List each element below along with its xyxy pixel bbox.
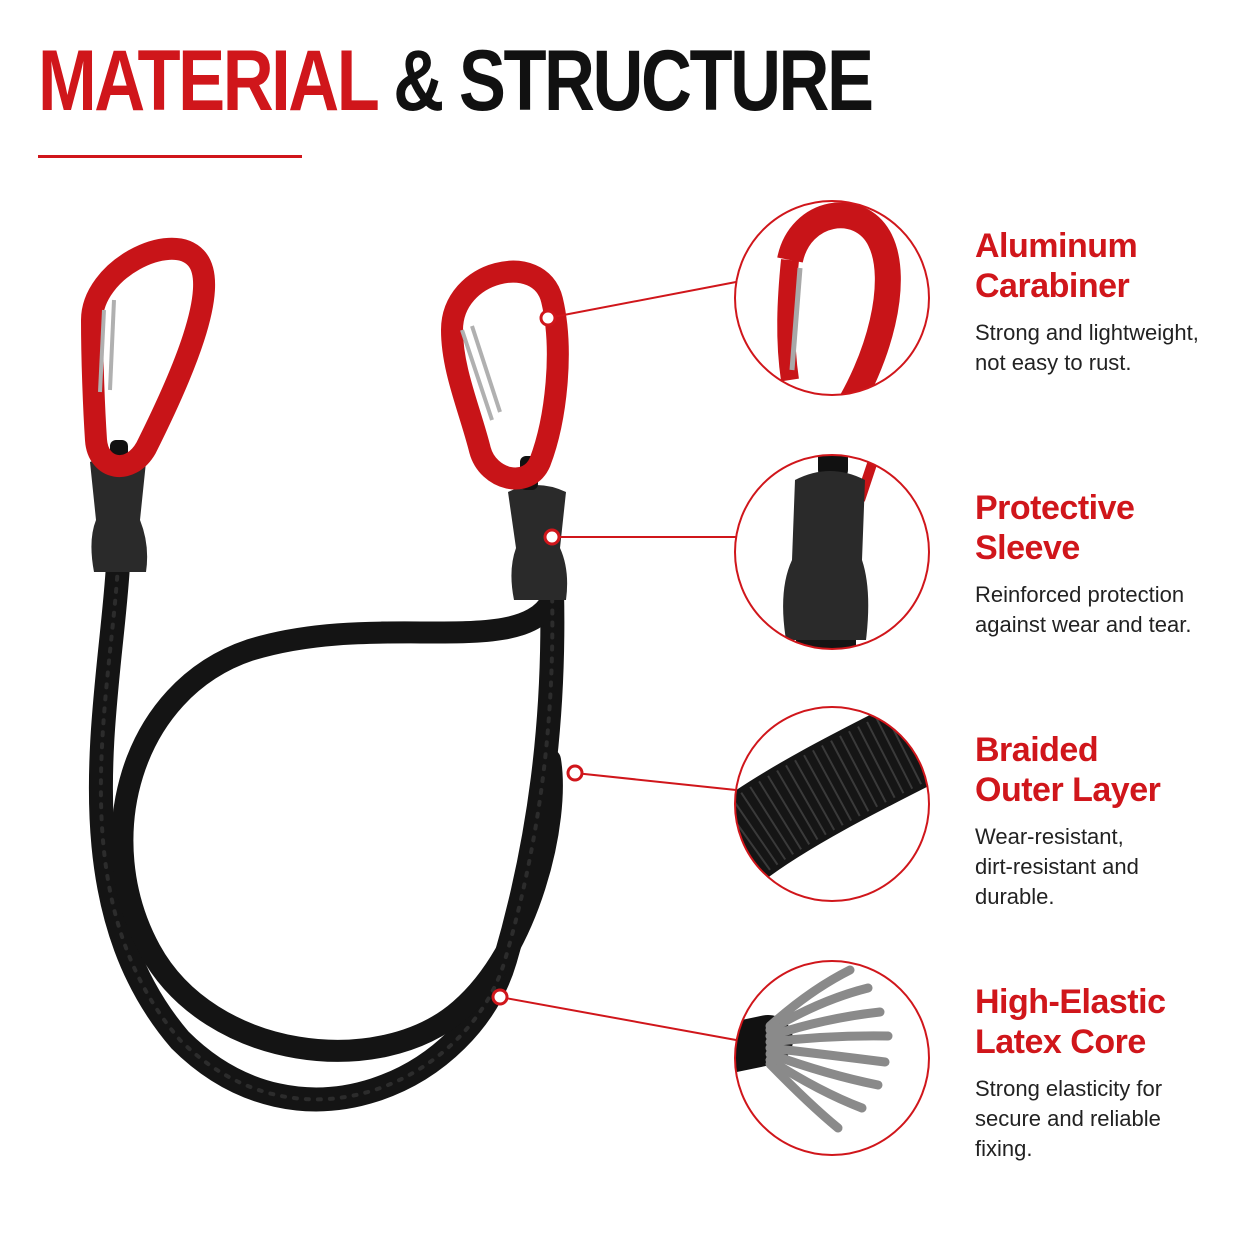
feature-title-line1: Protective: [975, 489, 1135, 527]
callout-dot-core: [491, 988, 509, 1006]
feature-desc-line2: dirt-resistant and: [975, 854, 1139, 879]
zoom-circle-core: [734, 960, 930, 1156]
zoom-circle-carabiner: [734, 200, 930, 396]
feature-desc-line1: Reinforced protection: [975, 582, 1185, 607]
callout-dot-braid: [566, 764, 584, 782]
bungee-cord: [88, 553, 565, 1112]
callout-dot-sleeve: [543, 528, 561, 546]
title-part-structure: & STRUCTURE: [393, 33, 874, 129]
right-carabiner-icon: [441, 260, 569, 490]
zoom-circle-braid: [734, 706, 930, 902]
feature-desc-line3: durable.: [975, 884, 1055, 909]
feature-desc-line1: Strong elasticity for: [975, 1076, 1163, 1101]
feature-desc-line1: Wear-resistant,: [975, 824, 1124, 849]
callout-connectors: [499, 281, 737, 1041]
feature-title-line1: High-Elastic: [975, 983, 1166, 1021]
feature-desc-line2: secure and reliable: [975, 1106, 1161, 1131]
feature-title-line2: Outer Layer: [975, 771, 1161, 809]
feature-title-line2: Latex Core: [975, 1023, 1146, 1061]
right-end: [441, 260, 569, 600]
feature-title-line2: Carabiner: [975, 267, 1130, 305]
feature-desc-line2: against wear and tear.: [975, 612, 1192, 637]
zoom-circle-sleeve: [734, 454, 930, 650]
title-part-material: MATERIAL: [38, 33, 379, 129]
feature-title-line1: Aluminum: [975, 227, 1138, 265]
feature-title-line2: Sleeve: [975, 529, 1080, 567]
feature-title-line1: Braided: [975, 731, 1099, 769]
callout-dot-carabiner: [539, 309, 557, 327]
page-title: MATERIAL & STRUCTURE: [38, 38, 874, 124]
feature-desc-line2: not easy to rust.: [975, 350, 1132, 375]
title-underline: [38, 155, 302, 158]
left-end: [81, 237, 216, 572]
feature-desc-line1: Strong and lightweight,: [975, 320, 1199, 345]
left-carabiner-icon: [81, 237, 216, 477]
feature-desc-line3: fixing.: [975, 1136, 1033, 1161]
